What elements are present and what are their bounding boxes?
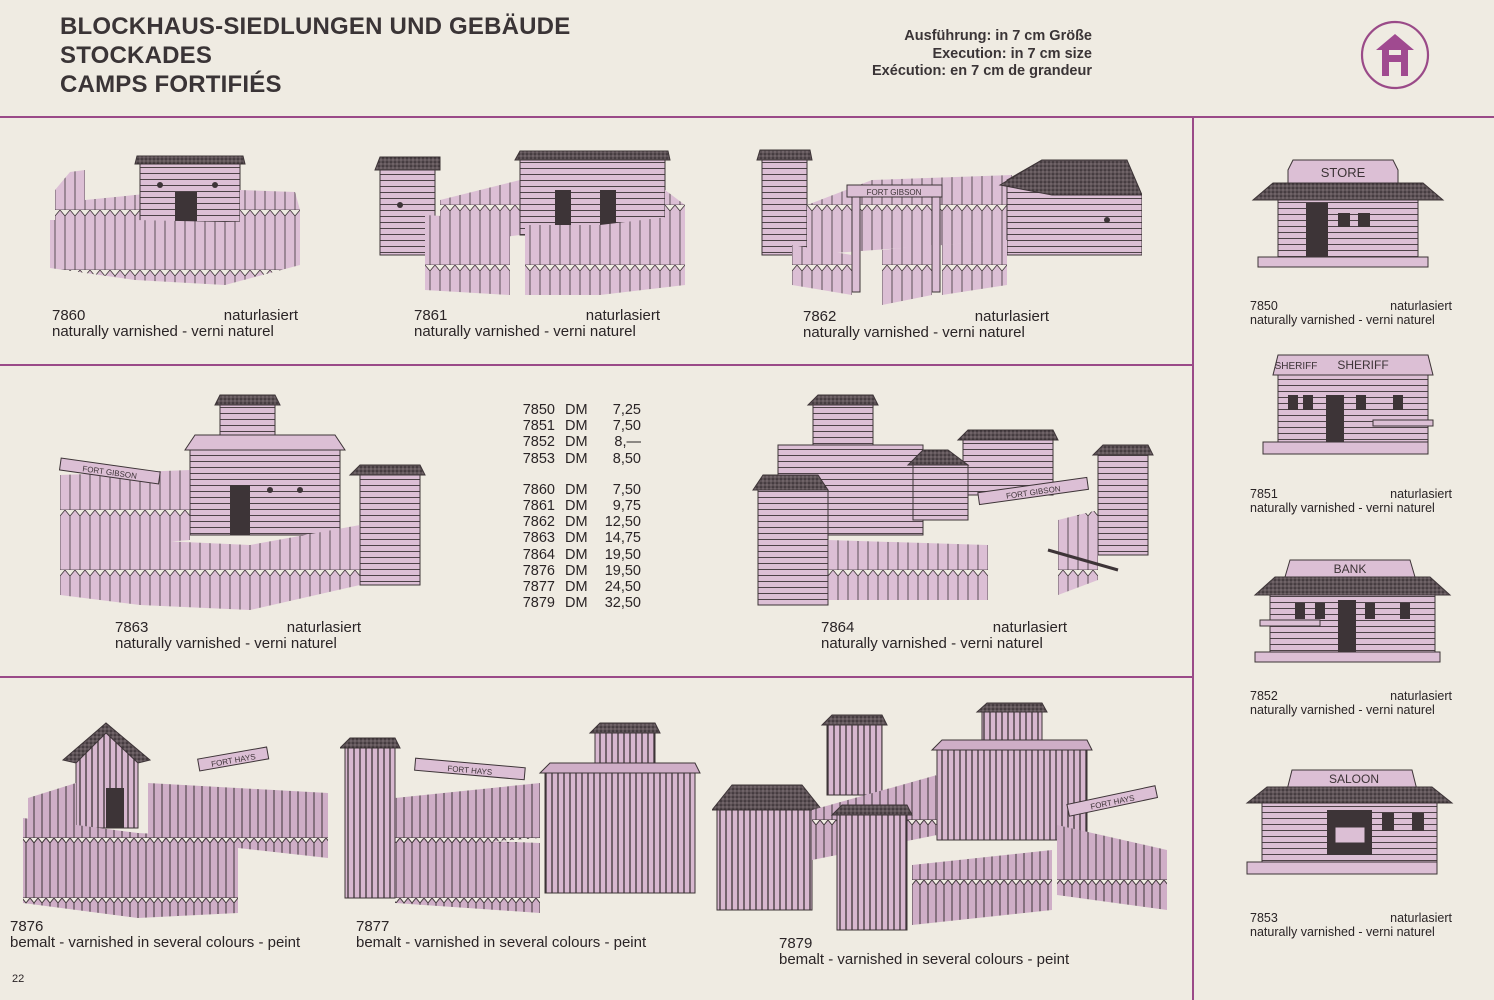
- product-code: 7876: [10, 918, 44, 935]
- product-type: naturlasiert: [1390, 299, 1452, 313]
- product-code: 7860: [52, 307, 86, 324]
- sheriff-small-sign: SHERIFF: [1275, 361, 1318, 372]
- illustration-7862: FORT GIBSON: [756, 149, 1142, 305]
- illustration-7879: FORT HAYS: [712, 702, 1167, 931]
- product-type: naturlasiert: [286, 619, 361, 636]
- caption-7864: 7864 naturlasiert naturally varnished - v…: [821, 620, 1067, 652]
- rule-row2: [0, 676, 1194, 678]
- bank-sign: BANK: [1334, 562, 1367, 576]
- caption-7876: 7876 bemalt - varnished in several colou…: [10, 919, 300, 951]
- caption-7862: 7862 naturlasiert naturally varnished - v…: [803, 309, 1049, 341]
- title-line-en: STOCKADES: [60, 42, 213, 69]
- illustration-7876: FORT HAYS: [23, 722, 328, 918]
- illustration-7877: FORT HAYS: [340, 722, 701, 913]
- execution-line-en: Execution: in 7 cm size: [932, 45, 1092, 62]
- caption-7879: 7879 bemalt - varnished in several colou…: [779, 936, 1069, 968]
- execution-line-de: Ausführung: in 7 cm Größe: [904, 28, 1092, 44]
- fort-hays-sign: FORT HAYS: [447, 764, 493, 777]
- product-desc: naturally varnished - verni naturel: [1250, 312, 1435, 327]
- illustration-7853: SALOON: [1245, 769, 1454, 875]
- caption-7852: 7852 naturlasiert naturally varnished - v…: [1250, 689, 1452, 717]
- execution-info: Ausführung: in 7 cm Größe Execution: in …: [830, 28, 1092, 81]
- product-desc: bemalt - varnished in several colours - …: [10, 934, 301, 951]
- product-desc: naturally varnished - verni naturel: [821, 635, 1043, 652]
- caption-7860: 7860 naturlasiert naturally varnished - v…: [52, 308, 298, 340]
- illustration-7861: [374, 150, 685, 295]
- illustration-7863: FORT GIBSON: [58, 394, 426, 610]
- product-desc: naturally varnished - verni naturel: [1250, 702, 1435, 717]
- product-type: naturlasiert: [585, 307, 660, 324]
- illustration-7852: BANK: [1253, 559, 1452, 663]
- product-desc: bemalt - varnished in several colours - …: [779, 951, 1070, 968]
- caption-7850: 7850 naturlasiert naturally varnished - v…: [1250, 299, 1452, 327]
- product-code: 7879: [779, 935, 813, 952]
- caption-7863: 7863 naturlasiert naturally varnished - v…: [115, 620, 361, 652]
- illustration-7864: FORT GIBSON: [752, 394, 1154, 606]
- rule-row1: [0, 364, 1194, 366]
- product-type: naturlasiert: [1390, 487, 1452, 501]
- product-code: 7850: [1250, 299, 1278, 313]
- product-code: 7862: [803, 308, 837, 325]
- product-type: naturlasiert: [974, 308, 1049, 325]
- store-sign: STORE: [1321, 165, 1366, 180]
- product-desc: naturally varnished - verni naturel: [52, 323, 274, 340]
- rule-vertical: [1192, 116, 1194, 1000]
- product-desc: naturally varnished - verni naturel: [414, 323, 636, 340]
- caption-7877: 7877 bemalt - varnished in several colou…: [356, 919, 646, 951]
- title-line-fr: CAMPS FORTIFIÉS: [60, 71, 282, 98]
- product-desc: naturally varnished - verni naturel: [803, 324, 1025, 341]
- rule-top: [0, 116, 1494, 118]
- product-desc: naturally varnished - verni naturel: [1250, 924, 1435, 939]
- caption-7853: 7853 naturlasiert naturally varnished - v…: [1250, 911, 1452, 939]
- product-code: 7864: [821, 619, 855, 636]
- illustration-7851: SHERIFF SHERIFF: [1262, 354, 1434, 455]
- product-code: 7851: [1250, 487, 1278, 501]
- product-code: 7863: [115, 619, 149, 636]
- execution-line-fr: Exécution: en 7 cm de grandeur: [872, 63, 1092, 79]
- product-code: 7861: [414, 307, 448, 324]
- product-type: naturlasiert: [992, 619, 1067, 636]
- caption-7861: 7861 naturlasiert naturally varnished - v…: [414, 308, 660, 340]
- product-code: 7852: [1250, 689, 1278, 703]
- product-code: 7877: [356, 918, 390, 935]
- product-desc: bemalt - varnished in several colours - …: [356, 934, 647, 951]
- illustration-7850: STORE: [1251, 159, 1445, 268]
- fort-gibson-sign: FORT GIBSON: [867, 188, 922, 197]
- product-code: 7853: [1250, 911, 1278, 925]
- page-number: 22: [12, 973, 25, 985]
- illustration-7860: [50, 155, 300, 285]
- product-desc: naturally varnished - verni naturel: [1250, 500, 1435, 515]
- caption-7851: 7851 naturlasiert naturally varnished - v…: [1250, 487, 1452, 515]
- sheriff-sign: SHERIFF: [1337, 358, 1388, 372]
- product-desc: naturally varnished - verni naturel: [115, 635, 337, 652]
- title-line-de: BLOCKHAUS-SIEDLUNGEN UND GEBÄUDE: [60, 13, 571, 40]
- saloon-sign: SALOON: [1329, 772, 1379, 786]
- product-type: naturlasiert: [1390, 911, 1452, 925]
- brand-logo-icon: [1360, 20, 1430, 90]
- page-title: BLOCKHAUS-SIEDLUNGEN UND GEBÄUDE STOCKAD…: [60, 12, 570, 99]
- product-type: naturlasiert: [1390, 689, 1452, 703]
- product-type: naturlasiert: [223, 307, 298, 324]
